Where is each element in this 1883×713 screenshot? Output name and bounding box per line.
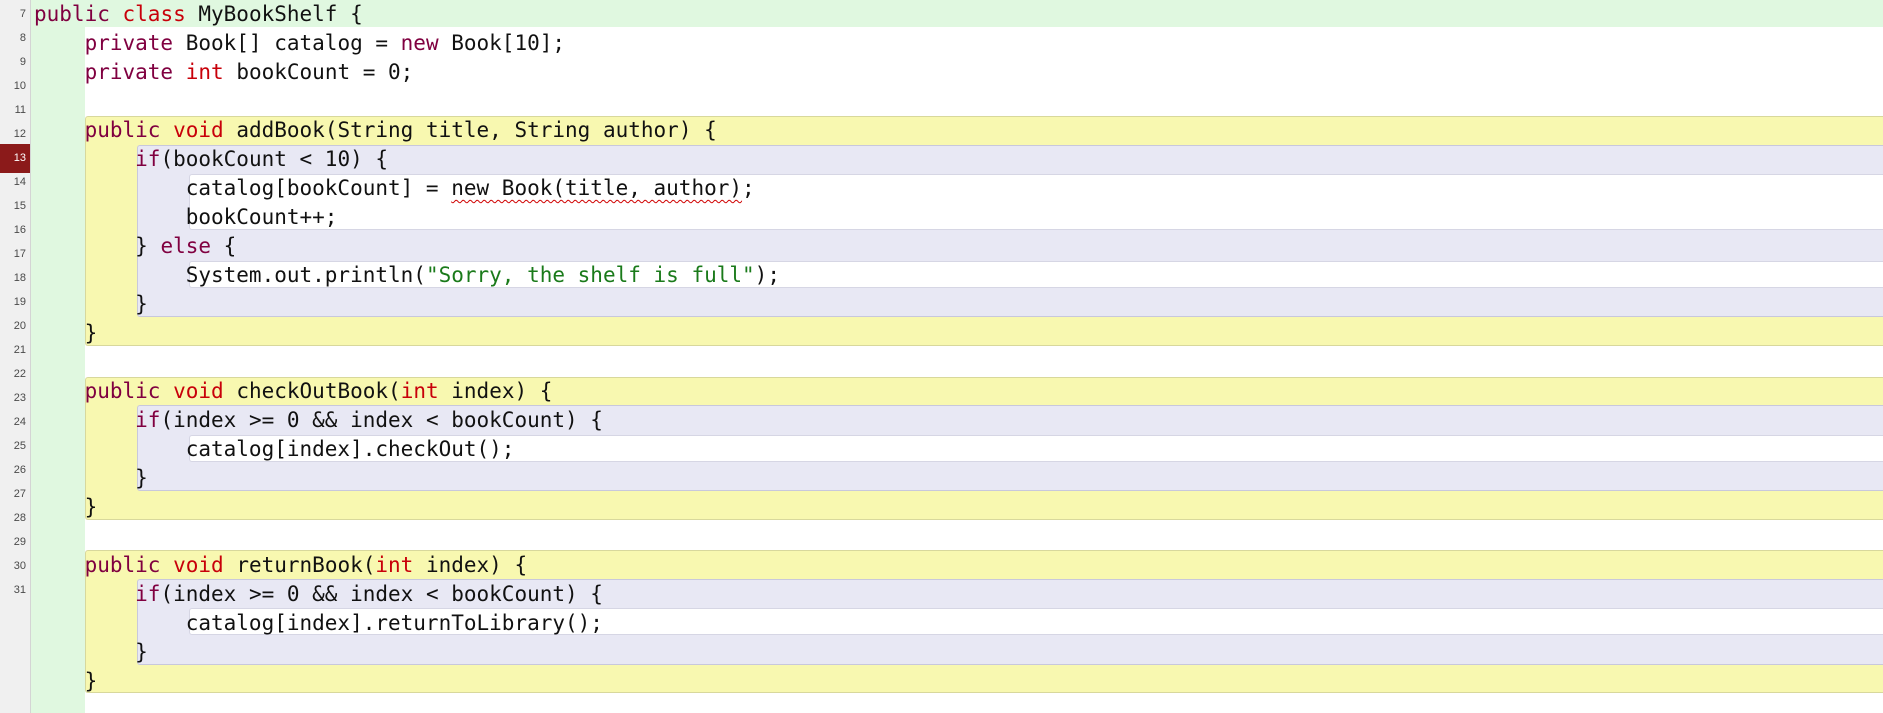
code-line-close-brace[interactable]: } bbox=[34, 466, 148, 490]
line-number: 15 bbox=[13, 200, 26, 212]
line-number: 17 bbox=[13, 248, 26, 260]
code-line-checkout-call[interactable]: catalog[index].checkOut(); bbox=[34, 437, 515, 461]
code-text bbox=[160, 118, 173, 142]
line-number: 22 bbox=[13, 368, 26, 380]
keyword-private: private bbox=[34, 60, 174, 84]
line-number-current: 13 bbox=[0, 144, 30, 173]
code-text: System.out.println( bbox=[34, 263, 426, 287]
line-number: 12 bbox=[13, 128, 26, 140]
line-number: 26 bbox=[13, 464, 26, 476]
code-text: { bbox=[211, 234, 237, 258]
if-body-returnbook bbox=[189, 608, 1883, 635]
keyword-int: int bbox=[375, 553, 414, 577]
code-text: (bookCount < 10) { bbox=[160, 147, 389, 171]
line-number: 16 bbox=[13, 224, 26, 236]
line-number: 28 bbox=[13, 512, 26, 524]
code-text: Book[10]; bbox=[438, 31, 566, 55]
keyword-void: void bbox=[173, 379, 224, 403]
line-number: 18 bbox=[13, 272, 26, 284]
code-text bbox=[110, 2, 123, 26]
line-number: 25 bbox=[13, 440, 26, 452]
keyword-if: if bbox=[34, 408, 161, 432]
keyword-private: private bbox=[34, 31, 174, 55]
code-line-return-call[interactable]: catalog[index].returnToLibrary(); bbox=[34, 611, 603, 635]
code-text: ; bbox=[742, 176, 755, 200]
code-line-catalog-assignment[interactable]: catalog[bookCount] = new Book(title, aut… bbox=[34, 174, 755, 203]
line-number: 9 bbox=[19, 56, 26, 68]
code-text: index) { bbox=[413, 553, 528, 577]
code-text bbox=[160, 379, 173, 403]
keyword-void: void bbox=[173, 118, 224, 142]
line-number: 30 bbox=[13, 560, 26, 572]
if-scope-addbook bbox=[137, 145, 1883, 317]
keyword-int: int bbox=[185, 60, 224, 84]
if-body-checkoutbook bbox=[189, 435, 1883, 462]
code-line-increment[interactable]: bookCount++; bbox=[34, 205, 338, 229]
code-line-if-statement[interactable]: if(index >= 0 && index < bookCount) { bbox=[34, 580, 603, 609]
keyword-int: int bbox=[400, 379, 439, 403]
line-number: 31 bbox=[13, 584, 26, 596]
code-text bbox=[173, 60, 186, 84]
line-number: 24 bbox=[13, 416, 26, 428]
code-line-bookcount-field[interactable]: private int bookCount = 0; bbox=[34, 58, 414, 87]
code-text: addBook(String title, String author) { bbox=[223, 118, 717, 142]
keyword-public: public bbox=[34, 379, 161, 403]
code-text bbox=[160, 553, 173, 577]
code-line-close-brace[interactable]: } bbox=[34, 640, 148, 664]
code-line-println[interactable]: System.out.println("Sorry, the shelf is … bbox=[34, 261, 780, 290]
line-number: 23 bbox=[13, 392, 26, 404]
string-literal: "Sorry, the shelf is full" bbox=[425, 263, 755, 287]
code-line-addbook-signature[interactable]: public void addBook(String title, String… bbox=[34, 116, 717, 145]
code-line-catalog-field[interactable]: private Book[] catalog = new Book[10]; bbox=[34, 29, 565, 58]
keyword-if: if bbox=[34, 582, 161, 606]
code-text: } bbox=[34, 234, 161, 258]
code-text: MyBookShelf { bbox=[185, 2, 363, 26]
code-line-else[interactable]: } else { bbox=[34, 232, 236, 261]
line-number: 10 bbox=[13, 80, 26, 92]
code-line-class-declaration[interactable]: public class MyBookShelf { bbox=[34, 0, 363, 29]
code-line-close-brace[interactable]: } bbox=[34, 495, 98, 519]
code-line-close-brace[interactable]: } bbox=[34, 321, 98, 345]
line-number: 20 bbox=[13, 320, 26, 332]
line-number-gutter: 7 8 9 10 11 12 13 14 15 16 17 18 19 20 2… bbox=[0, 0, 31, 713]
class-header-highlight bbox=[31, 0, 1883, 27]
code-line-returnbook-signature[interactable]: public void returnBook(int index) { bbox=[34, 551, 528, 580]
keyword-public: public bbox=[34, 553, 161, 577]
keyword-public: public bbox=[34, 2, 110, 26]
code-line-checkoutbook-signature[interactable]: public void checkOutBook(int index) { bbox=[34, 377, 553, 406]
code-text: bookCount = 0; bbox=[223, 60, 414, 84]
error-squiggle-new-book[interactable]: new Book(title, author) bbox=[451, 176, 743, 200]
keyword-else: else bbox=[160, 234, 212, 258]
code-text: Book[] catalog = bbox=[173, 31, 401, 55]
line-number: 19 bbox=[13, 296, 26, 308]
code-text: returnBook( bbox=[223, 553, 376, 577]
line-number: 14 bbox=[13, 176, 26, 188]
line-number: 8 bbox=[19, 32, 26, 44]
if-body-addbook bbox=[189, 174, 1883, 230]
code-text: catalog[bookCount] = bbox=[34, 176, 452, 200]
keyword-void: void bbox=[173, 553, 224, 577]
code-line-if-statement[interactable]: if(bookCount < 10) { bbox=[34, 145, 388, 174]
line-number: 7 bbox=[19, 8, 26, 20]
line-number: 27 bbox=[13, 488, 26, 500]
code-text: index) { bbox=[438, 379, 553, 403]
else-body-addbook bbox=[189, 261, 1883, 288]
keyword-if: if bbox=[34, 147, 161, 171]
code-text: (index >= 0 && index < bookCount) { bbox=[160, 408, 603, 432]
code-line-close-brace[interactable]: } bbox=[34, 292, 148, 316]
line-number: 29 bbox=[13, 536, 26, 548]
line-number: 11 bbox=[14, 104, 26, 116]
code-line-if-statement[interactable]: if(index >= 0 && index < bookCount) { bbox=[34, 406, 603, 435]
keyword-new: new bbox=[400, 31, 439, 55]
line-number: 21 bbox=[13, 344, 26, 356]
keyword-public: public bbox=[34, 118, 161, 142]
code-line-close-brace[interactable]: } bbox=[34, 669, 98, 693]
code-text: checkOutBook( bbox=[223, 379, 401, 403]
code-area[interactable]: public class MyBookShelf { private Book[… bbox=[31, 0, 1883, 713]
keyword-class: class bbox=[122, 2, 186, 26]
code-text: (index >= 0 && index < bookCount) { bbox=[160, 582, 603, 606]
code-text: ); bbox=[754, 263, 780, 287]
